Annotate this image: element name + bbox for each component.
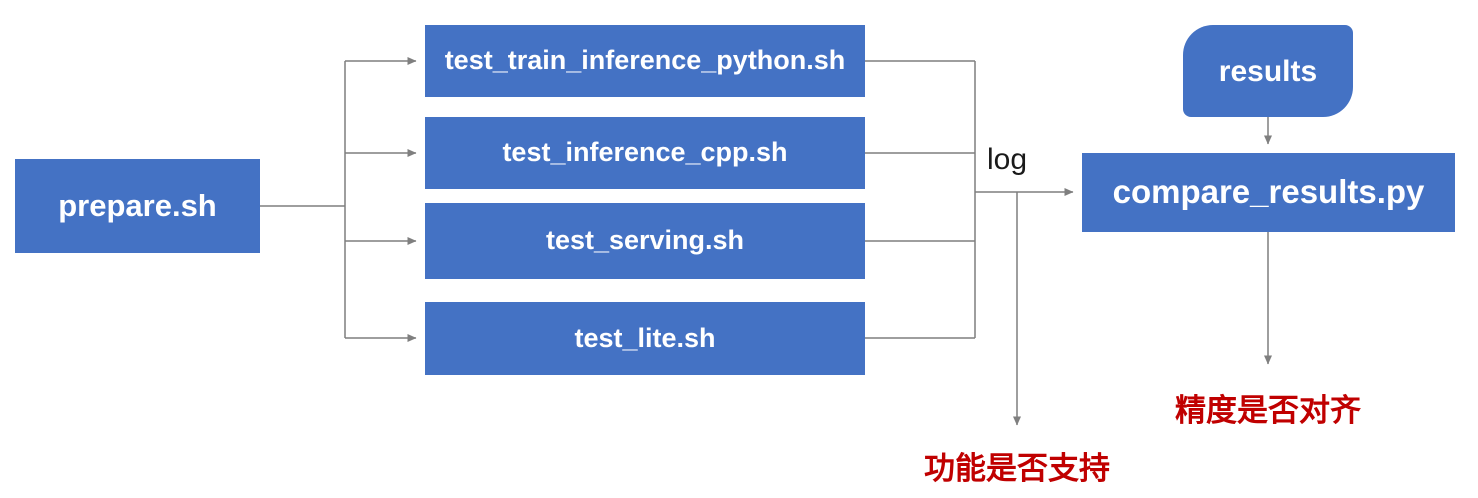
node-label: test_serving.sh: [545, 225, 745, 256]
node-test-inference-cpp: test_inference_cpp.sh: [425, 117, 865, 189]
node-label: test_inference_cpp.sh: [502, 137, 788, 168]
node-label: compare_results.py: [1112, 173, 1425, 211]
node-label: test_lite.sh: [574, 322, 716, 353]
node-compare-results-py: compare_results.py: [1082, 153, 1455, 232]
node-label: test_train_inference_python.sh: [444, 45, 846, 76]
node-label: prepare.sh: [58, 187, 217, 223]
node-test-lite: test_lite.sh: [425, 302, 865, 375]
annotation-feature-supported: 功能是否支持: [924, 451, 1110, 486]
node-results: results: [1183, 25, 1353, 117]
node-test-serving: test_serving.sh: [425, 203, 865, 279]
node-test-train-inference-python: test_train_inference_python.sh: [425, 25, 865, 97]
log-label: log: [987, 143, 1028, 176]
annotation-accuracy-aligned: 精度是否对齐: [1175, 393, 1361, 428]
node-prepare-sh: prepare.sh: [15, 159, 260, 253]
node-label: results: [1218, 54, 1318, 88]
